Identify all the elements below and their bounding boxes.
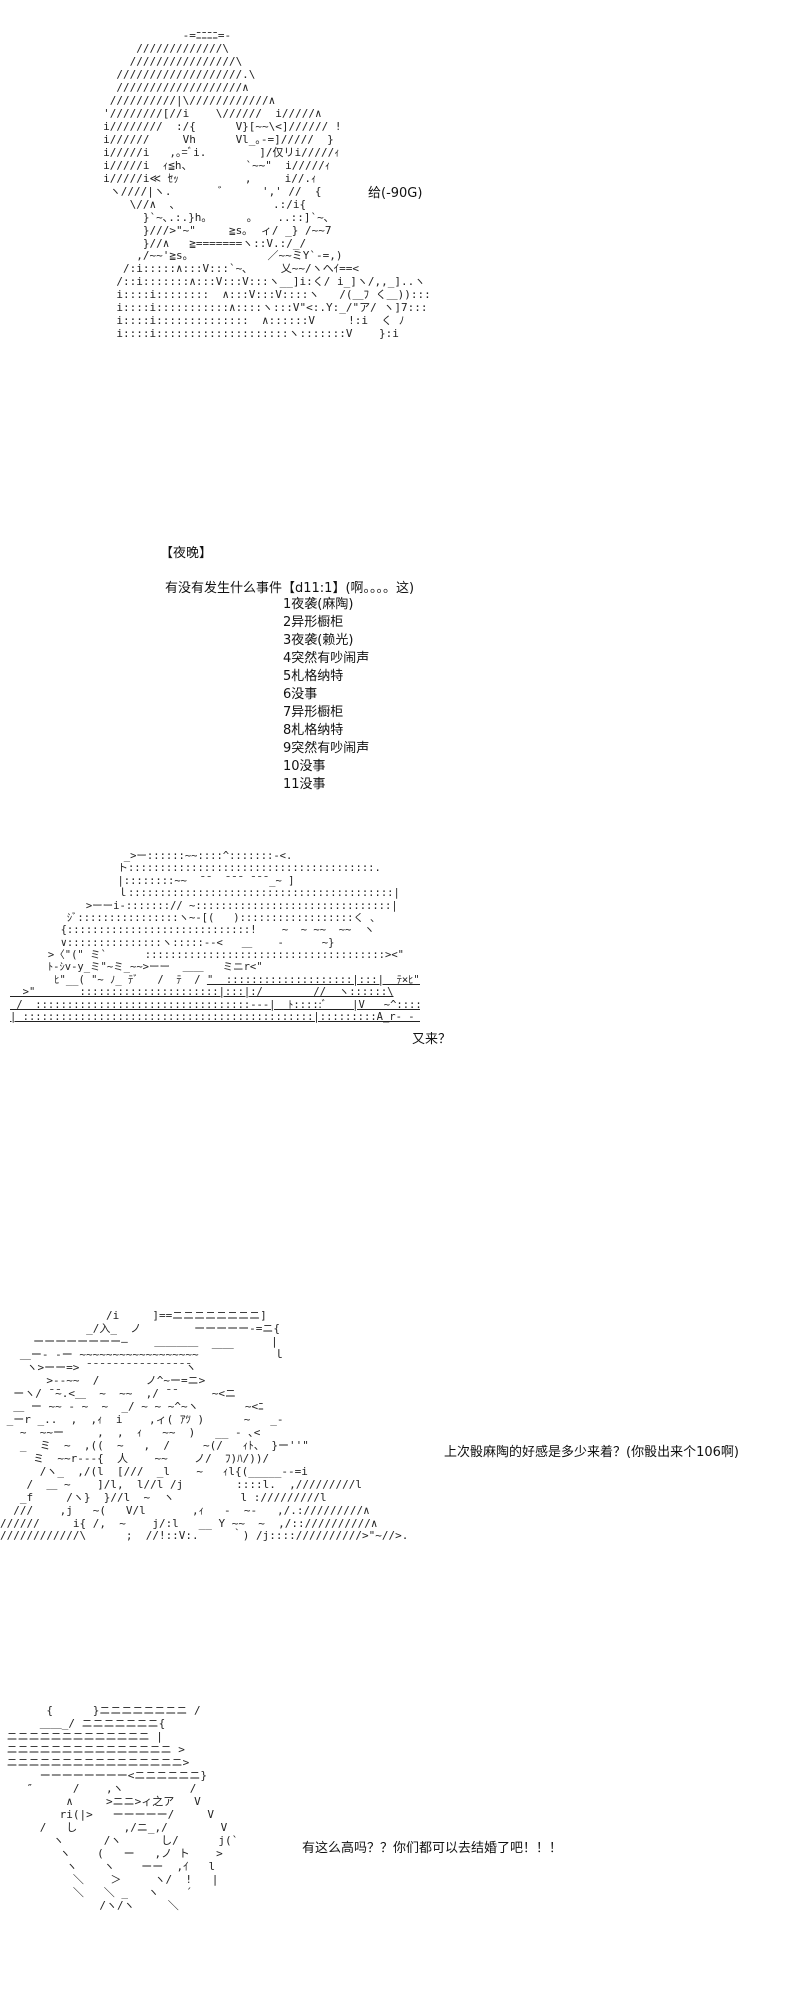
ascii-art-capped-character: /i ]==ニニニニニニニニ] _/入_ ノ ーーーーー-=ニ{ ーーーーーーー… [0, 1310, 409, 1543]
night-header: 【夜晚】 [160, 546, 213, 561]
event-item: 9突然有吵闹声 [283, 741, 370, 756]
event-item: 11没事 [283, 777, 326, 792]
event-item: 5札格纳特 [283, 669, 344, 684]
event-item: 4突然有吵闹声 [283, 651, 370, 666]
event-item: 2异形橱柜 [283, 615, 344, 630]
event-item: 10没事 [283, 759, 326, 774]
event-list: 1夜袭(麻陶) 2异形橱柜 3夜袭(赖光) 4突然有吵闹声 5札格纳特 6没事 … [283, 596, 369, 794]
ascii-art-partial-character: { }ニニニニニニニニ / ＿＿_/ ニニニニニニニ{ ニニニニニニニニニニニニ… [6, 1705, 239, 1912]
event-item: 8札格纳特 [283, 723, 344, 738]
speech-so-high: 有这么高吗？？你们都可以去结婚了吧！！！ [302, 1841, 563, 1856]
event-roll-line: 有没有发生什么事件【d11:1】(啊。。。。这) [165, 581, 415, 596]
event-item: 1夜袭(麻陶) [283, 597, 354, 612]
event-item: 7异形橱柜 [283, 705, 344, 720]
speech-give-90g: 给(-90G) [368, 186, 423, 201]
speech-again: 又来？ [412, 1032, 452, 1047]
ascii-art-hooded-character: -=ﾆﾆﾆﾆ=- /////////////\ ////////////////… [103, 30, 430, 341]
speech-dice-affection: 上次骰麻陶的好感是多少来着？(你骰出来个106啊) [444, 1445, 739, 1460]
ascii-art-hat-character: _>ー::::::~~::::^:::::::-<. ト::::::::::::… [10, 850, 420, 1023]
event-item: 6没事 [283, 687, 318, 702]
event-item: 3夜袭(赖光) [283, 633, 354, 648]
